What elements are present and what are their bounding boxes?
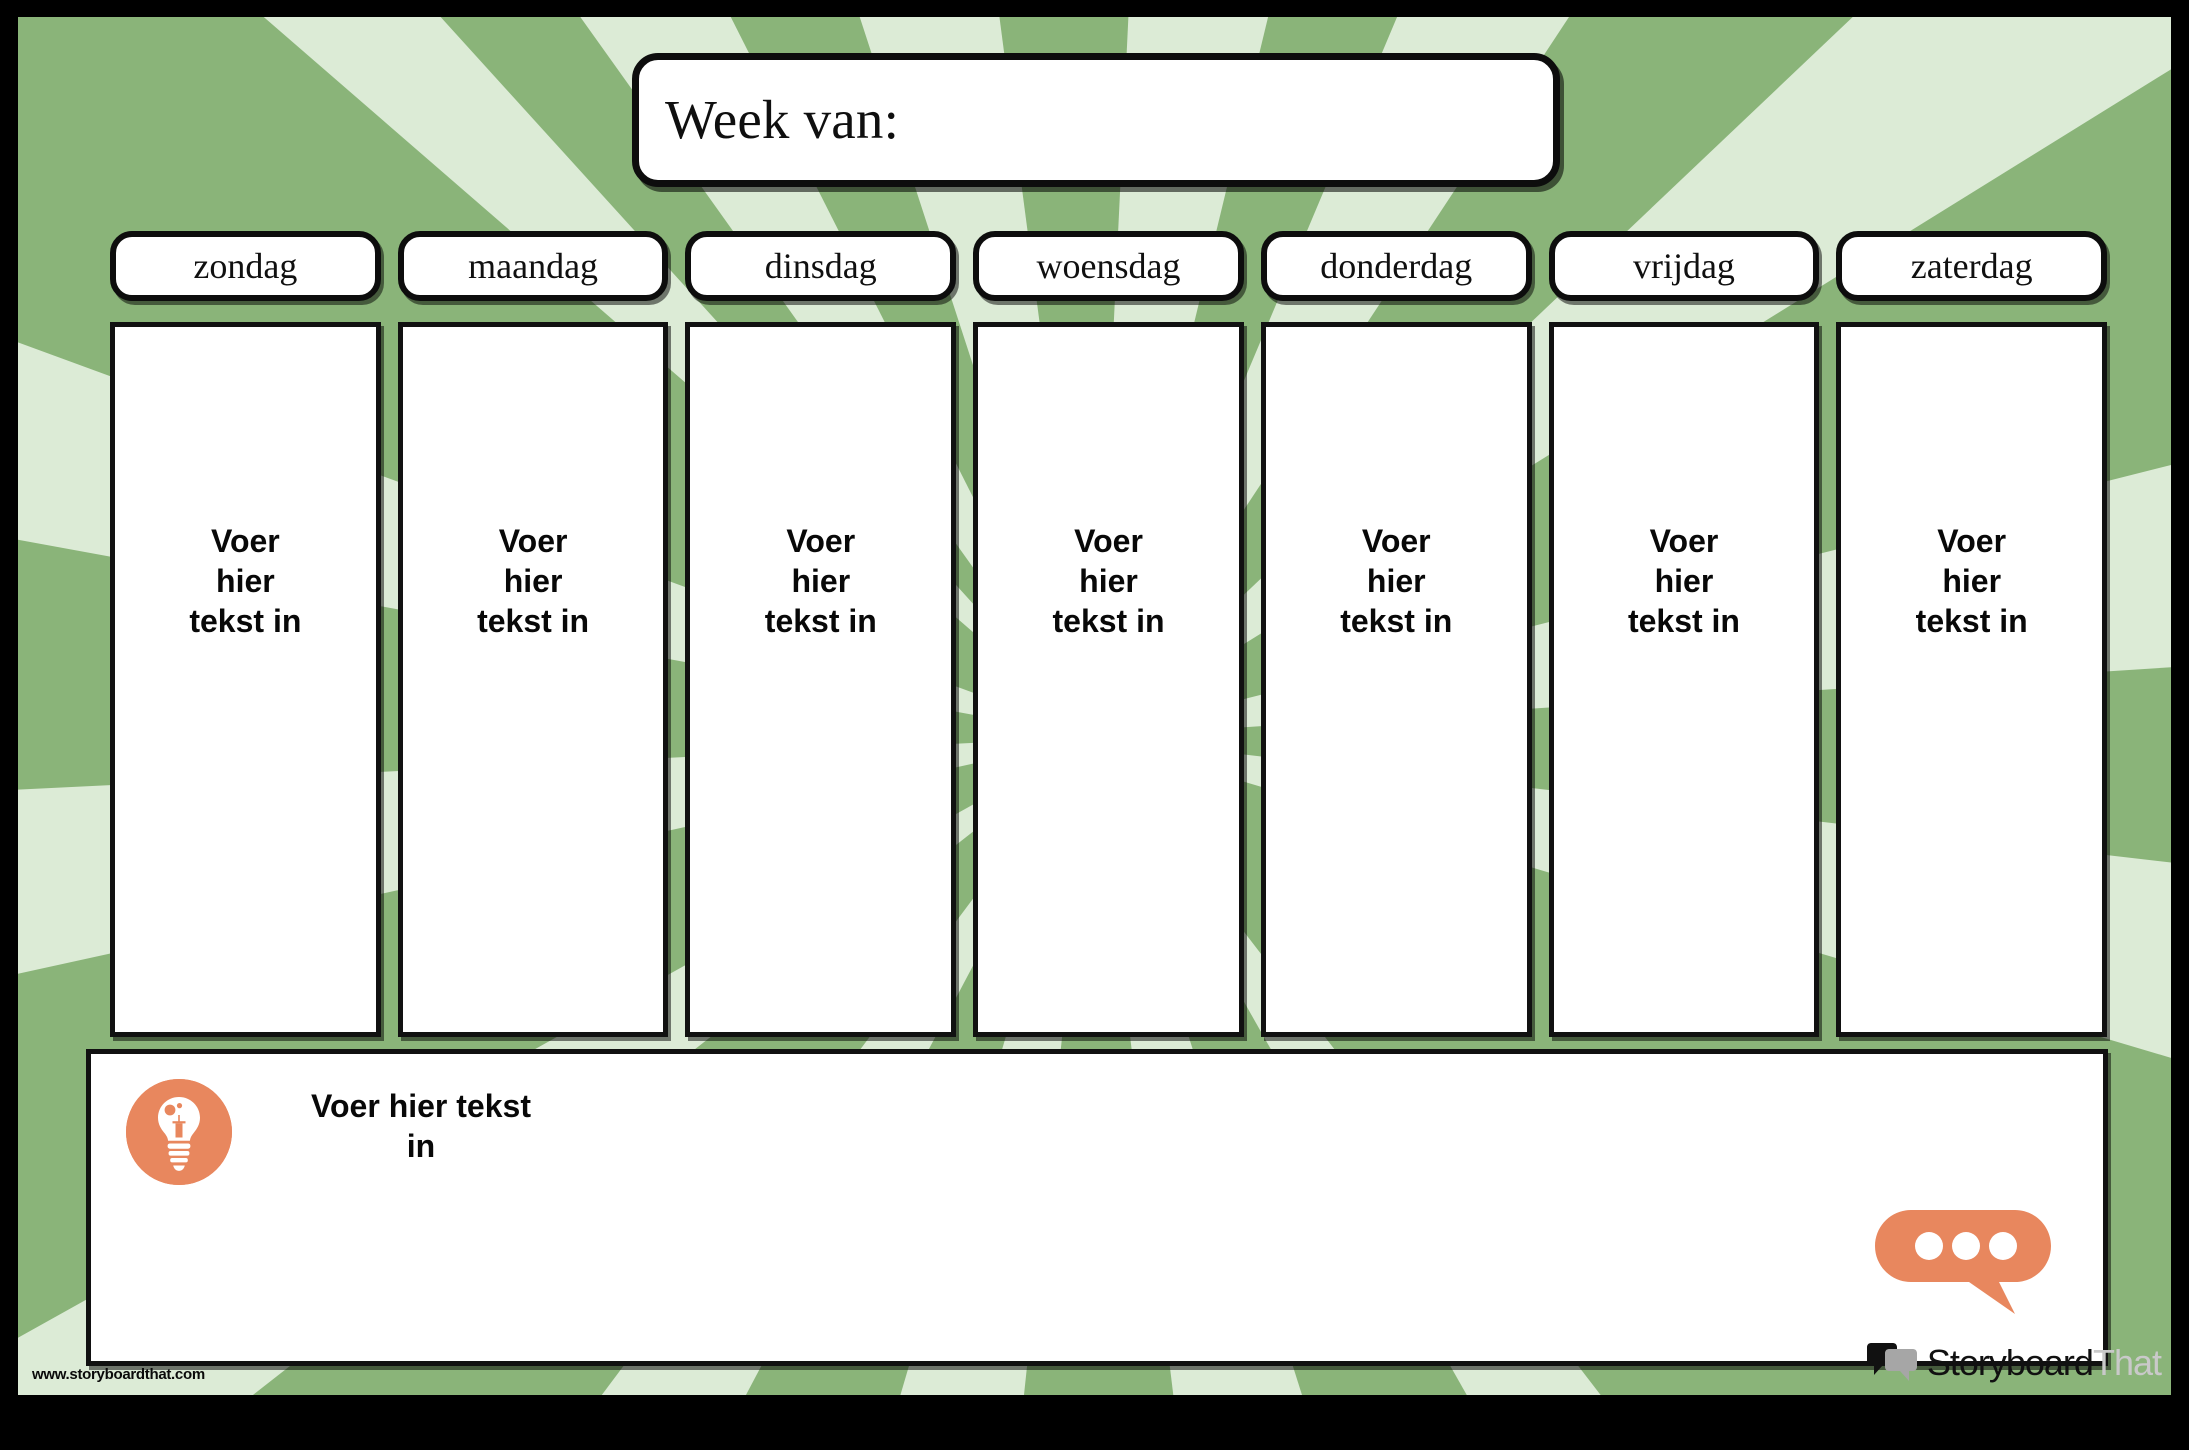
day-column-placeholder: Voer hier tekst in xyxy=(1340,523,1453,639)
day-header-label: woensdag xyxy=(1036,246,1181,286)
day-column-placeholder: Voer hier tekst in xyxy=(477,523,590,639)
page-title: Week van: xyxy=(665,89,900,150)
speech-bubbles-logo-icon xyxy=(1866,1341,1919,1385)
notes-panel[interactable]: Voer hier tekst in xyxy=(86,1049,2108,1366)
day-column-placeholder: Voer hier tekst in xyxy=(1915,523,2028,639)
day-header-saturday[interactable]: zaterdag xyxy=(1836,231,2108,301)
day-column-saturday[interactable]: Voer hier tekst in xyxy=(1836,322,2108,1037)
storyboardthat-logo: StoryboardThat xyxy=(1866,1337,2162,1389)
day-header-label: vrijdag xyxy=(1632,246,1735,286)
brand-name-primary: Storyboard xyxy=(1926,1342,2094,1383)
site-url-watermark: www.storyboardthat.com xyxy=(32,1366,205,1383)
day-header-label: dinsdag xyxy=(764,246,877,286)
day-column-placeholder: Voer hier tekst in xyxy=(1627,523,1740,639)
day-column-placeholder: Voer hier tekst in xyxy=(764,523,877,639)
day-header-monday[interactable]: maandag xyxy=(397,231,669,301)
day-header-sunday[interactable]: zondag xyxy=(110,231,381,301)
week-of-title-card[interactable]: Week van: xyxy=(632,53,1560,187)
lightbulb-icon xyxy=(126,1079,232,1185)
day-header-wednesday[interactable]: woensdag xyxy=(973,231,1244,301)
day-header-label: donderdag xyxy=(1320,246,1473,286)
day-column-monday[interactable]: Voer hier tekst in xyxy=(397,322,669,1037)
day-header-label: maandag xyxy=(468,246,599,286)
day-column-sunday[interactable]: Voer hier tekst in xyxy=(110,322,381,1037)
day-header-tuesday[interactable]: dinsdag xyxy=(685,231,957,301)
day-header-friday[interactable]: vrijdag xyxy=(1548,231,1820,301)
day-columns-row: Voer hier tekst in Voer hier tekst in Vo… xyxy=(110,322,2108,1037)
day-column-placeholder: Voer hier tekst in xyxy=(189,523,302,639)
day-column-wednesday[interactable]: Voer hier tekst in xyxy=(973,322,1244,1037)
day-column-tuesday[interactable]: Voer hier tekst in xyxy=(685,322,957,1037)
brand-name-secondary: That xyxy=(2092,1342,2162,1383)
day-header-thursday[interactable]: donderdag xyxy=(1260,231,1532,301)
day-column-placeholder: Voer hier tekst in xyxy=(1052,523,1165,639)
day-headers-row: zondag maandag dinsdag woensdag donderda… xyxy=(110,231,2108,301)
day-column-friday[interactable]: Voer hier tekst in xyxy=(1548,322,1820,1037)
poster-canvas: Week van: zondag maandag dinsdag woensda… xyxy=(18,17,2171,1395)
day-column-thursday[interactable]: Voer hier tekst in xyxy=(1260,322,1532,1037)
speech-bubble-icon xyxy=(1873,1208,2053,1316)
day-header-label: zaterdag xyxy=(1910,246,2033,286)
day-header-label: zondag xyxy=(193,246,298,286)
notes-placeholder-text: Voer hier tekst in xyxy=(311,1088,531,1164)
